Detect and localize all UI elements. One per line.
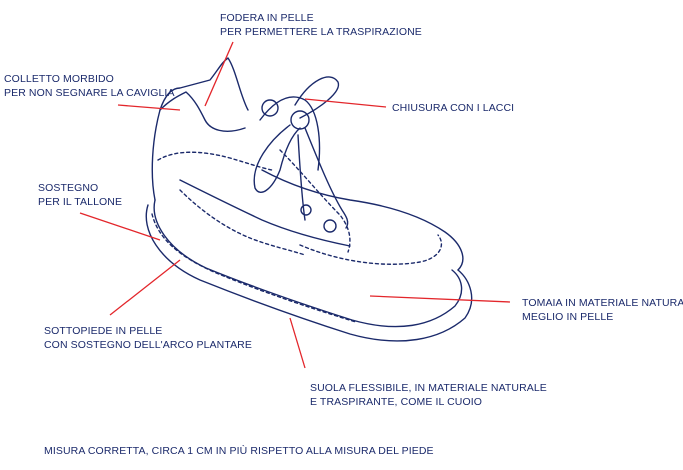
shoe-toe-stitch xyxy=(299,234,443,265)
label-sottopiede: SOTTOPIEDE IN PELLE CON SOSTEGNO DELL'AR… xyxy=(44,325,252,351)
label-sostegno: SOSTEGNO PER IL TALLONE xyxy=(38,182,123,208)
lace-loop-left xyxy=(253,124,301,193)
shoe-heel-counter xyxy=(157,151,273,171)
label-suola: SUOLA FLESSIBILE, IN MATERIALE NATURALE … xyxy=(310,382,547,408)
lace-loop-top xyxy=(294,76,340,119)
label-chiusura: CHIUSURA CON I LACCI xyxy=(392,102,515,114)
shoe-sole xyxy=(145,204,473,342)
lace-end-right xyxy=(304,127,349,229)
shoe-side-stitch xyxy=(179,189,306,256)
shoe-vamp xyxy=(261,169,464,271)
leader-lines xyxy=(79,41,511,369)
leader-suola xyxy=(289,317,306,369)
leader-sostegno xyxy=(79,212,161,241)
footer-note: MISURA CORRETTA, CIRCA 1 CM IN PIÙ RISPE… xyxy=(44,445,434,457)
shoe-upper xyxy=(151,57,249,201)
lace-knot xyxy=(290,110,310,130)
shoe-tongue xyxy=(259,96,321,171)
lace-tip-left xyxy=(300,204,312,216)
lace-end-left xyxy=(297,134,306,221)
leader-fodera xyxy=(204,41,234,107)
shoe-illustration xyxy=(145,57,473,342)
shoe-collar xyxy=(159,91,246,132)
leader-colletto xyxy=(117,104,181,111)
sole-welt xyxy=(151,213,357,323)
lace-eyelet-top xyxy=(261,99,279,117)
shoe-eyelet-row xyxy=(279,149,351,253)
leader-tomaia xyxy=(369,295,511,303)
label-colletto: COLLETTO MORBIDO PER NON SEGNARE LA CAVI… xyxy=(4,73,175,99)
shoe-sole-inner xyxy=(153,199,463,328)
label-tomaia: TOMAIA IN MATERIALE NATURALE, MEGLIO IN … xyxy=(522,297,683,323)
leader-sottopiede xyxy=(109,259,181,316)
lace-tip-right xyxy=(323,219,337,233)
shoe-quarter xyxy=(179,179,351,247)
leader-chiusura xyxy=(304,98,387,108)
label-fodera: FODERA IN PELLE PER PERMETTERE LA TRASPI… xyxy=(220,12,422,38)
